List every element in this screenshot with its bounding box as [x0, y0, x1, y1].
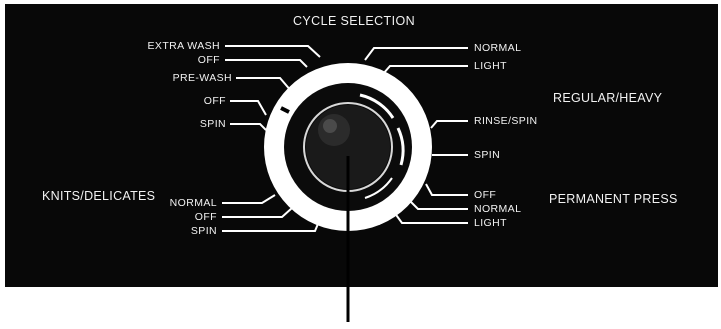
setting-knits-off[interactable]: OFF — [120, 211, 217, 223]
setting-pre-wash-off[interactable]: OFF — [120, 95, 226, 107]
setting-extra-wash-off[interactable]: OFF — [120, 54, 220, 66]
setting-knits-spin[interactable]: SPIN — [120, 225, 217, 237]
setting-perm-normal[interactable]: NORMAL — [474, 203, 521, 215]
setting-rinse-spin[interactable]: RINSE/SPIN — [474, 115, 538, 127]
dial-highlight-spot — [323, 119, 337, 133]
setting-pre-wash[interactable]: PRE-WASH — [120, 72, 232, 84]
setting-spin-right[interactable]: SPIN — [474, 149, 500, 161]
setting-perm-light[interactable]: LIGHT — [474, 217, 507, 229]
setting-knits-normal[interactable]: NORMAL — [120, 197, 217, 209]
setting-light[interactable]: LIGHT — [474, 60, 507, 72]
group-permanent-press: PERMANENT PRESS — [549, 193, 678, 205]
cycle-selection-title: CYCLE SELECTION — [293, 15, 415, 27]
group-regular-heavy: REGULAR/HEAVY — [553, 92, 662, 104]
setting-spin-left[interactable]: SPIN — [120, 118, 226, 130]
setting-perm-off[interactable]: OFF — [474, 189, 496, 201]
setting-normal[interactable]: NORMAL — [474, 42, 521, 54]
setting-extra-wash[interactable]: EXTRA WASH — [120, 40, 220, 52]
